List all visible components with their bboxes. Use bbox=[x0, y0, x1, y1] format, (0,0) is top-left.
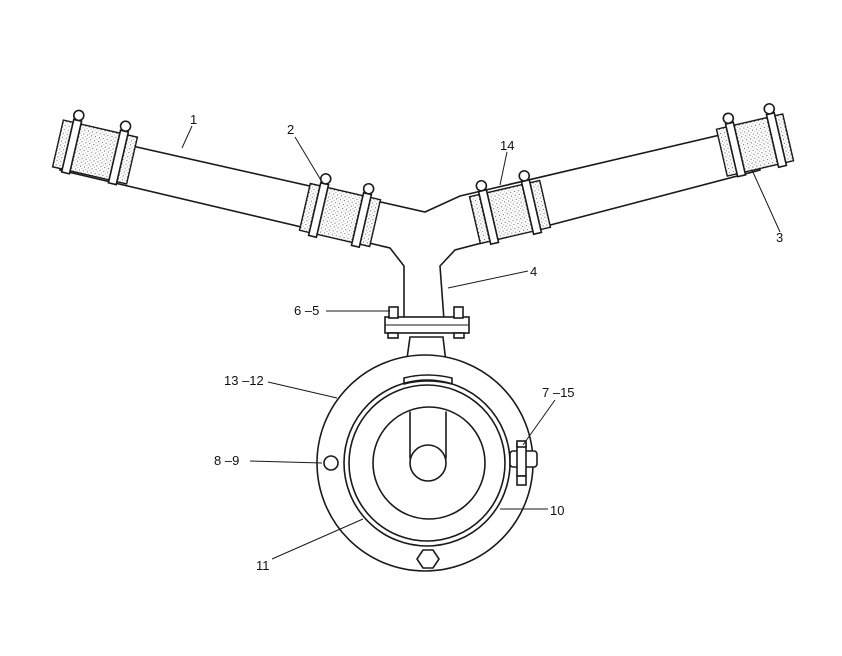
wheel-housing bbox=[316, 354, 534, 572]
side-clamp-bolt bbox=[509, 440, 538, 486]
pipe-clamp-right-inner bbox=[468, 170, 552, 246]
label-6-5: 6 –5 bbox=[294, 303, 319, 318]
label-3: 3 bbox=[776, 230, 783, 245]
label-11: 11 bbox=[256, 558, 270, 573]
pipe-clamp-left-inner bbox=[298, 173, 382, 249]
part-labels: 1 2 14 3 4 6 –5 13 –12 7 –15 8 –9 10 11 bbox=[190, 112, 783, 573]
label-8-9: 8 –9 bbox=[214, 453, 239, 468]
y-pipe bbox=[59, 127, 761, 321]
label-4: 4 bbox=[530, 264, 537, 279]
label-1: 1 bbox=[190, 112, 197, 127]
pipe-clamp-right-outer bbox=[715, 103, 795, 178]
label-10: 10 bbox=[550, 503, 564, 518]
label-14: 14 bbox=[500, 138, 514, 153]
pipe-clamp-left-outer bbox=[51, 109, 139, 186]
label-2: 2 bbox=[287, 122, 294, 137]
label-13-12: 13 –12 bbox=[224, 373, 264, 388]
leader-lines bbox=[181, 125, 781, 560]
label-7-15: 7 –15 bbox=[542, 385, 575, 400]
flange bbox=[384, 306, 470, 339]
